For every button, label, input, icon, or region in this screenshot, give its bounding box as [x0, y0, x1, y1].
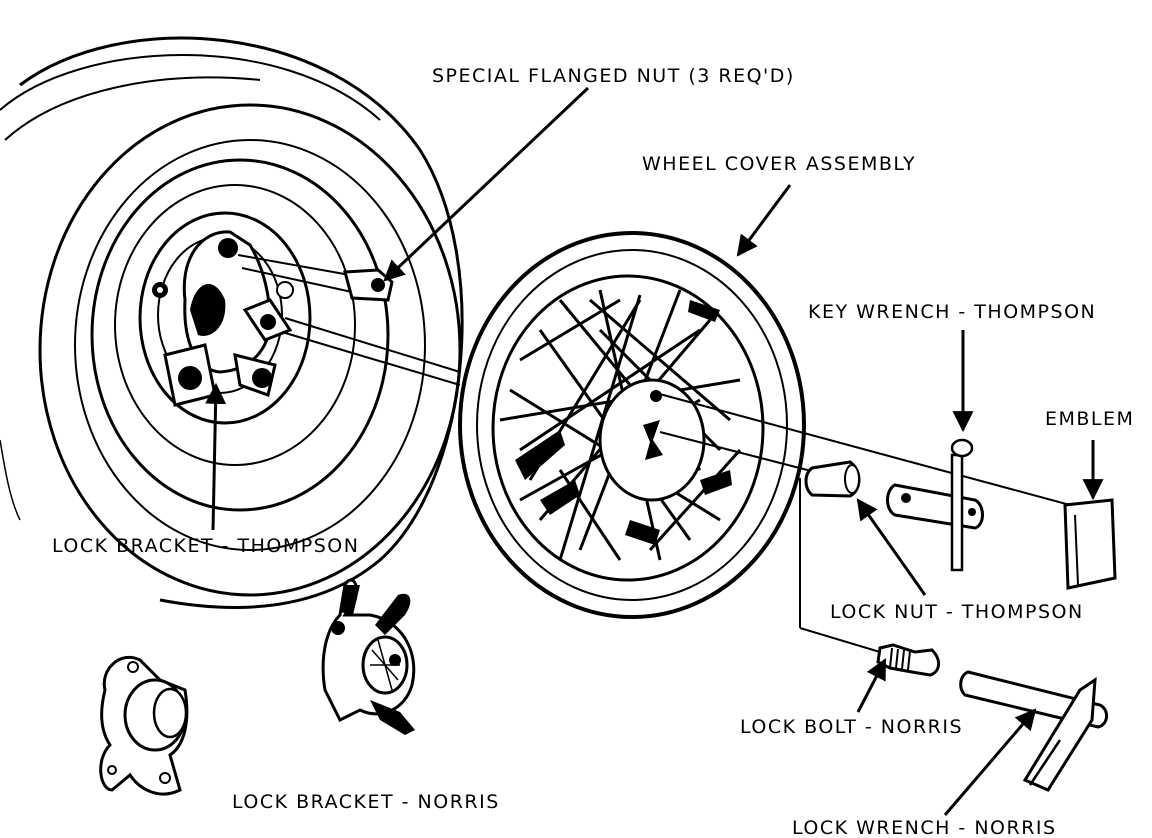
- lock-bolt-norris-part: [876, 643, 940, 677]
- leader-lines: [205, 86, 1104, 816]
- tire-and-wheel: [0, 36, 464, 609]
- lock-wrench-norris-part: [959, 670, 1108, 792]
- lock-bracket-thompson-part: [163, 230, 294, 407]
- label-lock-bolt-norris: LOCK BOLT - NORRIS: [740, 716, 963, 738]
- label-special-flanged-nut: SPECIAL FLANGED NUT (3 REQ'D): [432, 65, 795, 87]
- special-flanged-nut-part: [237, 254, 394, 302]
- key-wrench-thompson-part: [886, 438, 984, 572]
- label-lock-bracket-thompson: LOCK BRACKET - THOMPSON: [52, 535, 359, 557]
- wheel-cover-assembly-part: [458, 231, 806, 619]
- label-key-wrench-thompson: KEY WRENCH - THOMPSON: [808, 301, 1096, 323]
- lock-bracket-norris-alt-part: [321, 578, 416, 735]
- label-lock-bracket-norris: LOCK BRACKET - NORRIS: [232, 791, 500, 813]
- label-wheel-cover-assembly: WHEEL COVER ASSEMBLY: [642, 153, 916, 175]
- lock-bracket-norris-part: [99, 655, 189, 796]
- lock-nut-thompson-part: [804, 460, 861, 498]
- label-lock-nut-thompson: LOCK NUT - THOMPSON: [830, 601, 1084, 623]
- label-lock-wrench-norris: LOCK WRENCH - NORRIS: [792, 817, 1057, 838]
- label-emblem: EMBLEM: [1045, 408, 1134, 430]
- emblem-part: [1063, 498, 1117, 590]
